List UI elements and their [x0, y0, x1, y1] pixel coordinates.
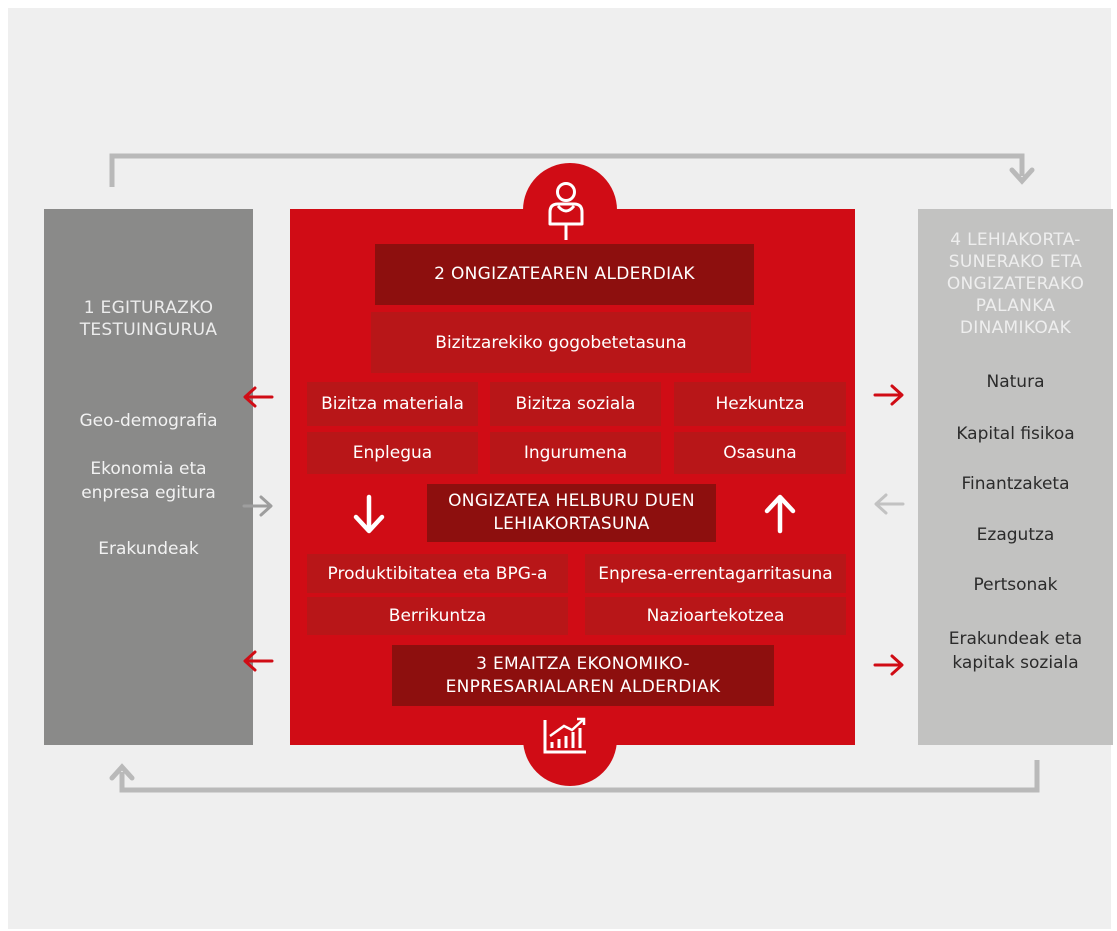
economic-results-title: 3 EMAITZA EKONOMIKO- ENPRESARIALAREN ALD… [392, 645, 774, 706]
top-connector-arrowhead [1009, 167, 1035, 185]
cell-employment: Enplegua [307, 432, 478, 474]
bottom-connector-arrowhead [109, 763, 135, 781]
left-item-geo-demography: Geo-demografia [79, 411, 218, 431]
structural-context-title: 1 EGITURAZKO TESTUINGURUA [79, 298, 218, 340]
right-item-nature: Natura [986, 372, 1045, 392]
cell-health: Osasuna [674, 432, 846, 474]
right-item-people: Pertsonak [973, 575, 1058, 595]
cell-internationalization: Nazioartekotzea [585, 597, 846, 635]
left-item-institutions: Erakundeak [98, 539, 199, 559]
cell-innovation: Berrikuntza [307, 597, 568, 635]
arrow-right-icon [242, 495, 273, 517]
right-item-financing: Finantzaketa [961, 474, 1070, 494]
bar-chart-icon [543, 717, 586, 754]
dynamic-levers-panel: 4 LEHIAKORTA- SUNERAKO ETA ONGIZATERAKO … [918, 209, 1113, 745]
arrow-right-icon [873, 384, 904, 406]
cell-education: Hezkuntza [674, 382, 846, 426]
structural-context-panel: 1 EGITURAZKO TESTUINGURUA Geo-demografia… [44, 209, 253, 745]
up-arrow-icon [764, 494, 796, 534]
life-satisfaction-box: Bizitzarekiko gogobetetasuna [371, 312, 751, 373]
bottom-connector-line [119, 760, 1040, 793]
right-item-knowledge: Ezagutza [976, 525, 1055, 545]
arrow-left-icon [874, 493, 905, 515]
down-arrow-icon [353, 494, 385, 534]
top-connector-line [109, 153, 1025, 187]
cell-material-life: Bizitza materiala [307, 382, 478, 426]
cell-social-life: Bizitza soziala [490, 382, 661, 426]
person-icon [548, 182, 584, 240]
right-item-institutions-social-capital: Erakundeak eta kapitak soziala [948, 629, 1083, 673]
dynamic-levers-title: 4 LEHIAKORTA- SUNERAKO ETA ONGIZATERAKO … [946, 230, 1085, 338]
competitiveness-for-wellbeing-box: ONGIZATEA HELBURU DUEN LEHIAKORTASUNA [427, 484, 716, 542]
arrow-left-icon [243, 650, 274, 672]
left-item-economy-structure: Ekonomia eta enpresa egitura [81, 459, 216, 503]
wellbeing-dimensions-title: 2 ONGIZATEAREN ALDERDIAK [375, 244, 754, 305]
arrow-left-icon [243, 386, 274, 408]
cell-productivity-gdp: Produktibitatea eta BPG-a [307, 554, 568, 593]
cell-business-profitability: Enpresa-errentagarritasuna [585, 554, 846, 593]
arrow-right-icon [873, 654, 904, 676]
cell-environment: Ingurumena [490, 432, 661, 474]
right-item-physical-capital: Kapital fisikoa [956, 424, 1075, 444]
